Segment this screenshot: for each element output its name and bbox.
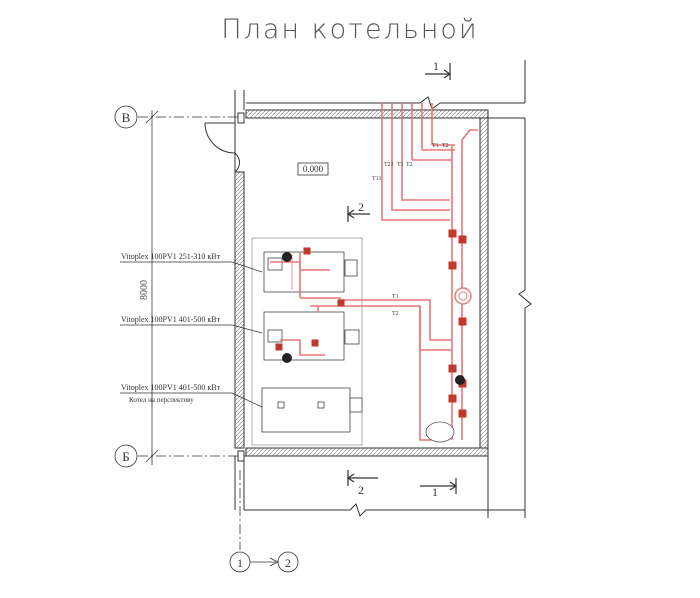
level-mark-box [297,162,329,176]
right-wall [479,117,489,449]
door [204,112,245,462]
pumps [282,252,465,385]
valve-icon [448,261,457,270]
boiler-1-label: Vitoplex 100PV1 251-310 кВт [121,252,221,261]
section-2-bottom: 2 [358,483,364,497]
valve-icon [275,343,283,351]
expansion-tank-icon [454,287,472,305]
pipe-label-t2c: T2 [392,311,399,317]
boiler-3-label: Vitoplex 100PV1 401-500 кВт [121,383,221,392]
axis-label-b: Б [122,449,129,464]
pipe-label-t1c: T1 [392,294,399,300]
dimension-8000: 8000 [139,280,150,300]
valve-icon [458,409,467,418]
pipe-label-t11: T11 [372,176,381,182]
valve-icon [458,317,467,326]
section-1-top: 1 [433,59,439,73]
plan-title: План котельной [221,14,479,45]
boiler-zone [251,237,363,446]
valve-icon [458,235,467,244]
section-2-mid: 2 [358,200,364,214]
grid-axes [114,105,299,573]
walls [234,109,489,457]
section-1-bottom: 1 [432,485,438,499]
valve-icon [311,339,319,347]
valve-icon [303,247,311,255]
pipe-label-t1: T1 [432,143,439,149]
pipe-label-t21: T21 [384,162,394,168]
pipe-label-t2: T2 [442,143,449,149]
boiler-3-sublabel: Котел на перспективу [129,396,194,404]
valve-icon [337,299,345,307]
valve-icon [448,394,457,403]
tank-icon [425,421,455,443]
pipe-label-t1b: T1 [397,162,404,168]
boiler-2 [263,311,360,361]
pump-icon [282,353,292,363]
top-wall [245,109,489,119]
axis-label-2: 2 [285,556,291,570]
pump-icon [282,252,292,262]
pipe-label-t2b: T2 [406,162,413,168]
section-marks [346,63,458,494]
level-mark: 0.000 [303,164,324,174]
boiler-2-label: Vitoplex 100PV1 401-500 кВт [121,315,221,324]
callout-leaders [120,261,263,408]
valve-icon [448,364,457,373]
axis-label-v: В [122,110,131,125]
left-wall [234,171,245,449]
valve-icon [448,229,457,238]
bottom-wall [245,447,489,457]
boiler-3 [261,387,363,433]
pump-icon [455,375,465,385]
axis-label-1: 1 [237,556,243,570]
building-outline [234,60,532,518]
boiler-1 [263,251,358,293]
